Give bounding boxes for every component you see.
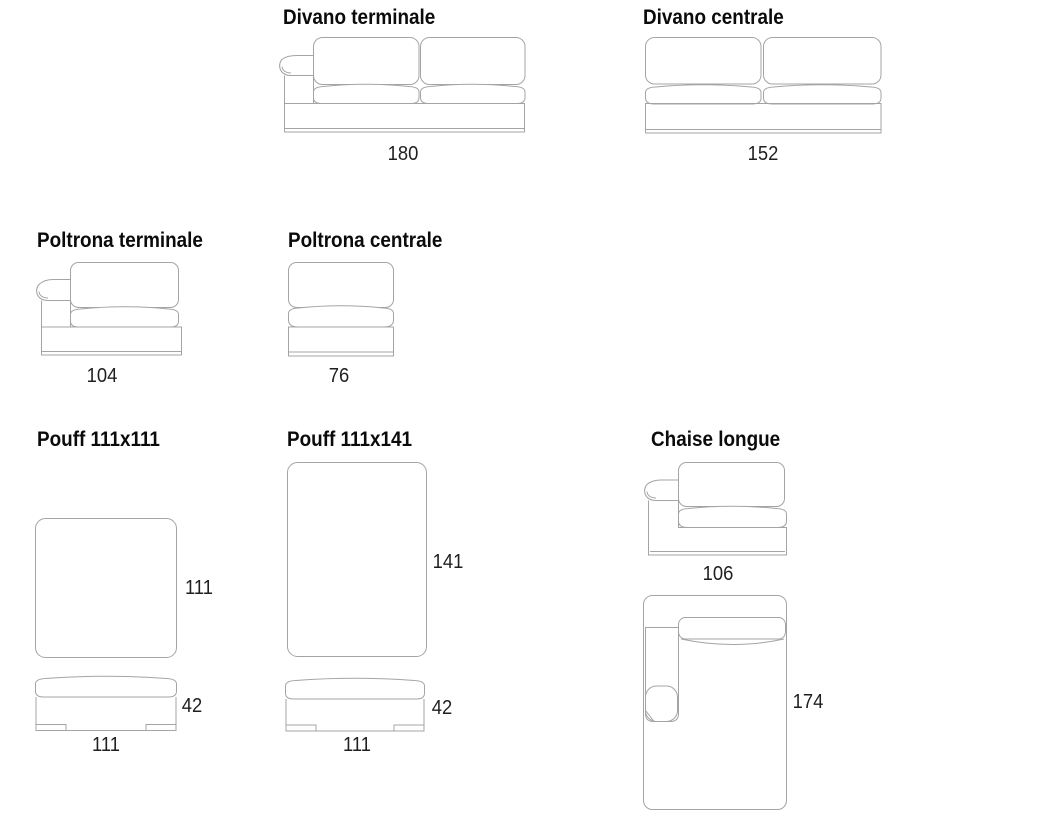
arm-roll [279, 55, 314, 76]
pouff-111x141-width-dim: 111 [343, 734, 371, 756]
pouff-111x111-width-dim: 111 [92, 734, 120, 756]
pouff-111x141-title: Pouff 111x141 [287, 428, 413, 451]
chaise-longue-front-width-dim: 106 [702, 563, 734, 585]
pouff-111x111-top-view [35, 518, 177, 658]
pouff-111x111-title: Pouff 111x111 [37, 428, 160, 451]
seat-cushion-right [420, 83, 526, 104]
pouff-feet [36, 724, 176, 731]
back-cushion-left [313, 37, 420, 85]
divano-centrale-width-dim: 152 [747, 143, 779, 165]
arm-roll-curl [646, 491, 657, 499]
divano-terminale-title: Divano terminale [283, 6, 436, 29]
seat-cushion [678, 505, 787, 528]
pouff-111x141-depth-dim: 141 [432, 551, 464, 573]
pouff-top-outline [35, 518, 177, 658]
poltrona-centrale-title: Poltrona centrale [288, 229, 443, 252]
pouff-111x111-drawing [35, 518, 177, 731]
pouff-111x141-height-dim: 42 [431, 697, 453, 719]
pouff-base [35, 697, 177, 731]
base [288, 326, 394, 357]
back-cushion [288, 262, 394, 308]
poltrona-centrale-drawing [288, 262, 394, 357]
divano-terminale-width-dim: 180 [387, 143, 419, 165]
base [41, 326, 182, 356]
back-cushion-right [420, 37, 526, 85]
base [648, 500, 787, 556]
pouff-feet [286, 724, 424, 731]
back-cushion-left [645, 37, 762, 85]
seat-cushion-left [645, 84, 762, 105]
back-cushion [70, 262, 179, 308]
pouff-111x141-front-view [285, 677, 425, 732]
back-cushion-right [763, 37, 882, 85]
seat-cushion [70, 306, 179, 328]
pouff-111x111-depth-dim: 111 [185, 577, 213, 599]
divano-terminale-drawing [279, 37, 526, 133]
arm-cushion-fold [645, 710, 655, 722]
chaise-longue-depth-dim: 174 [792, 691, 824, 713]
poltrona-centrale-width-dim: 76 [328, 365, 350, 387]
backrest-top [678, 617, 786, 640]
divano-centrale-title: Divano centrale [643, 6, 784, 29]
divano-centrale-front-view [645, 37, 882, 134]
base [284, 103, 525, 133]
arm-roll [644, 479, 679, 501]
pouff-cushion [285, 677, 425, 700]
arm-body [41, 300, 71, 327]
poltrona-terminale-front-view [36, 262, 182, 356]
base [645, 103, 882, 134]
chaise-longue-drawing [643, 462, 787, 810]
chaise-longue-top-view [643, 595, 787, 810]
divano-terminale-front-view [279, 37, 526, 133]
back-cushion [678, 462, 785, 507]
divano-centrale-drawing [645, 37, 882, 134]
poltrona-centrale-front-view [288, 262, 394, 357]
poltrona-terminale-title: Poltrona terminale [37, 229, 203, 252]
pouff-top-outline [287, 462, 427, 657]
seat-cushion-left [313, 83, 420, 104]
chaise-longue-front-view [644, 462, 787, 556]
arm-roll-curl [38, 291, 49, 299]
seat-cushion [288, 305, 394, 328]
backrest-front-curve [680, 638, 785, 645]
pouff-111x141-drawing [285, 462, 427, 732]
arm-body [284, 75, 314, 104]
chaise-outline [643, 595, 787, 810]
arm-roll [36, 279, 71, 301]
pouff-cushion [35, 675, 177, 698]
chaise-longue-title: Chaise longue [651, 428, 781, 451]
pouff-111x111-front-view [35, 675, 177, 731]
poltrona-terminale-drawing [36, 262, 182, 356]
pouff-111x141-top-view [287, 462, 427, 657]
pouff-base [285, 699, 425, 732]
arm-cushion-top [645, 685, 678, 722]
pouff-111x111-height-dim: 42 [181, 695, 203, 717]
poltrona-terminale-width-dim: 104 [86, 365, 118, 387]
arm-roll-curl [281, 66, 292, 74]
seat-cushion-right [763, 84, 882, 105]
